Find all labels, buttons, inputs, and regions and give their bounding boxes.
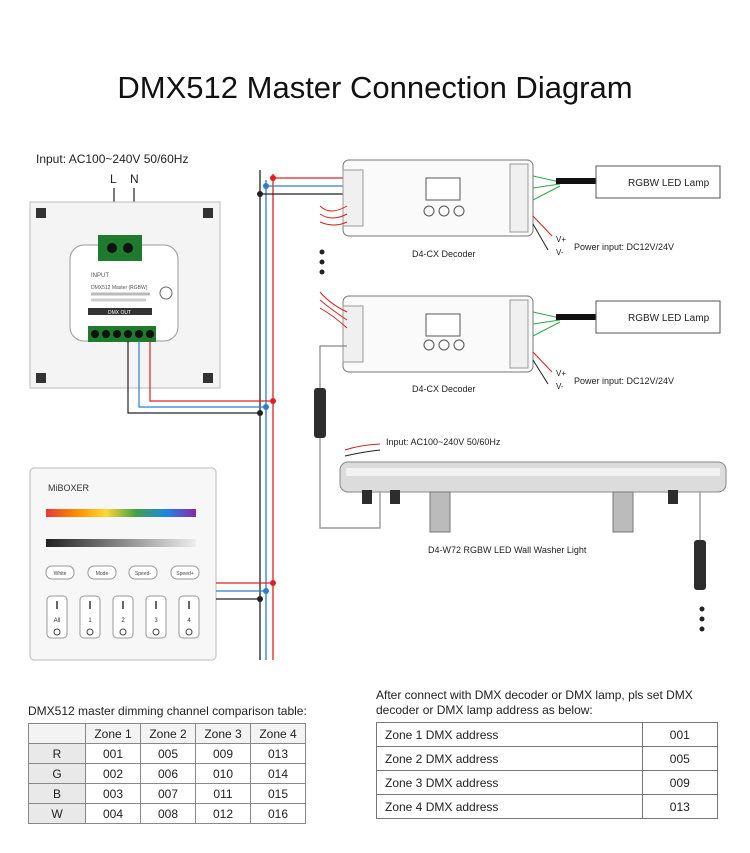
lamp-1: RGBW LED Lamp [595, 165, 721, 199]
remote-button-speed-up: Speed+ [176, 571, 193, 577]
master-dmx-out-label: DMX OUT [108, 310, 131, 316]
row-header: R [28, 743, 86, 764]
address-label: Zone 2 DMX address [376, 746, 643, 771]
table-cell: 010 [195, 763, 251, 784]
table-cell: 007 [140, 783, 196, 804]
lamp-2: RGBW LED Lamp [595, 300, 721, 334]
decoder-2-vplus: V+ [556, 369, 566, 378]
address-value: 009 [641, 770, 719, 795]
right-table-caption: After connect with DMX decoder or DMX la… [376, 688, 693, 717]
terminal-n-label: N [130, 172, 139, 186]
remote-zone-2: 2 [121, 618, 125, 624]
master-input-label: INPUT [91, 273, 109, 279]
lamp-2-label: RGBW LED Lamp [628, 313, 710, 324]
table-row: Zone 3 DMX address 009 [376, 770, 719, 795]
diagram-title: DMX512 Master Connection Diagram [117, 70, 633, 105]
table-cell: 013 [250, 743, 306, 764]
table-cell: 006 [140, 763, 196, 784]
table-cell: 004 [85, 803, 141, 824]
decoder-1-power: Power input: DC12V/24V [574, 242, 674, 252]
washer-input-label: Input: AC100~240V 50/60Hz [386, 437, 501, 447]
channel-comparison-table: Zone 1 Zone 2 Zone 3 Zone 4 R 001 005 00… [28, 723, 306, 824]
header-cell: Zone 1 [85, 723, 141, 744]
table-row: Zone 2 DMX address 005 [376, 746, 719, 771]
decoder-1-name: D4-CX Decoder [412, 249, 476, 259]
remote-button-white: White [54, 571, 67, 577]
decoder-1-vminus: V- [556, 248, 564, 257]
lamp-1-label: RGBW LED Lamp [628, 178, 710, 189]
row-header: G [28, 763, 86, 784]
connection-diagram: Input: AC100~240V 50/60Hz L N INPUT DMX5… [29, 152, 727, 661]
remote-button-speed-down: Speed- [135, 571, 151, 577]
table-row: R 001 005 009 013 [28, 743, 306, 764]
master-model-label: DMX512 Master (RGBW) [91, 285, 148, 291]
address-label: Zone 1 DMX address [376, 722, 643, 747]
address-label: Zone 3 DMX address [376, 770, 643, 795]
row-header: B [28, 783, 86, 804]
header-cell: Zone 3 [195, 723, 251, 744]
table-cell: 001 [85, 743, 141, 764]
address-value: 001 [641, 722, 719, 747]
header-cell [28, 723, 86, 744]
header-cell: Zone 2 [140, 723, 196, 744]
remote-brand: MiBOXER [48, 483, 90, 493]
address-label: Zone 4 DMX address [376, 794, 643, 819]
table-cell: 014 [250, 763, 306, 784]
table-cell: 009 [195, 743, 251, 764]
header-cell: Zone 4 [250, 723, 306, 744]
table-row: Zone 4 DMX address 013 [376, 794, 719, 819]
left-table-caption: DMX512 master dimming channel comparison… [28, 704, 307, 718]
terminal-l-label: L [110, 172, 117, 186]
decoder-2: D4-CX Decoder V+ V- Power input: DC12V/2… [319, 291, 674, 394]
table-cell: 003 [85, 783, 141, 804]
remote-panel: MiBOXER White Mode Speed- Speed+ [29, 467, 217, 661]
table-row: G 002 006 010 014 [28, 763, 306, 784]
table-header-row: Zone 1 Zone 2 Zone 3 Zone 4 [28, 723, 306, 744]
washer-name: D4-W72 RGBW LED Wall Washer Light [428, 545, 587, 555]
table-cell: 011 [195, 783, 251, 804]
table-cell: 016 [250, 803, 306, 824]
decoder-2-name: D4-CX Decoder [412, 384, 476, 394]
remote-zone-all: All [54, 618, 61, 624]
wall-washer-light: Input: AC100~240V 50/60Hz D4-W72 RGBW LE… [339, 437, 727, 590]
table-cell: 005 [140, 743, 196, 764]
decoder-1-vplus: V+ [556, 235, 566, 244]
dmx-address-table: Zone 1 DMX address 001 Zone 2 DMX addres… [376, 722, 719, 819]
decoder-2-vminus: V- [556, 382, 564, 391]
remote-zone-3: 3 [154, 618, 158, 624]
table-cell: 002 [85, 763, 141, 784]
row-header: W [28, 803, 86, 824]
address-value: 013 [641, 794, 719, 819]
address-value: 005 [641, 746, 719, 771]
remote-zone-1: 1 [88, 618, 92, 624]
remote-button-mode: Mode [96, 571, 109, 577]
table-row: B 003 007 011 015 [28, 783, 306, 804]
table-cell: 008 [140, 803, 196, 824]
input-label-top: Input: AC100~240V 50/60Hz [36, 152, 188, 166]
table-row: Zone 1 DMX address 001 [376, 722, 719, 747]
table-cell: 015 [250, 783, 306, 804]
master-panel: INPUT DMX512 Master (RGBW) DMX OUT [29, 201, 221, 389]
decoder-1: D4-CX Decoder V+ V- Power input: DC12V/2… [319, 159, 674, 259]
remote-zone-4: 4 [187, 618, 191, 624]
decoder-2-power: Power input: DC12V/24V [574, 376, 674, 386]
table-row: W 004 008 012 016 [28, 803, 306, 824]
table-cell: 012 [195, 803, 251, 824]
